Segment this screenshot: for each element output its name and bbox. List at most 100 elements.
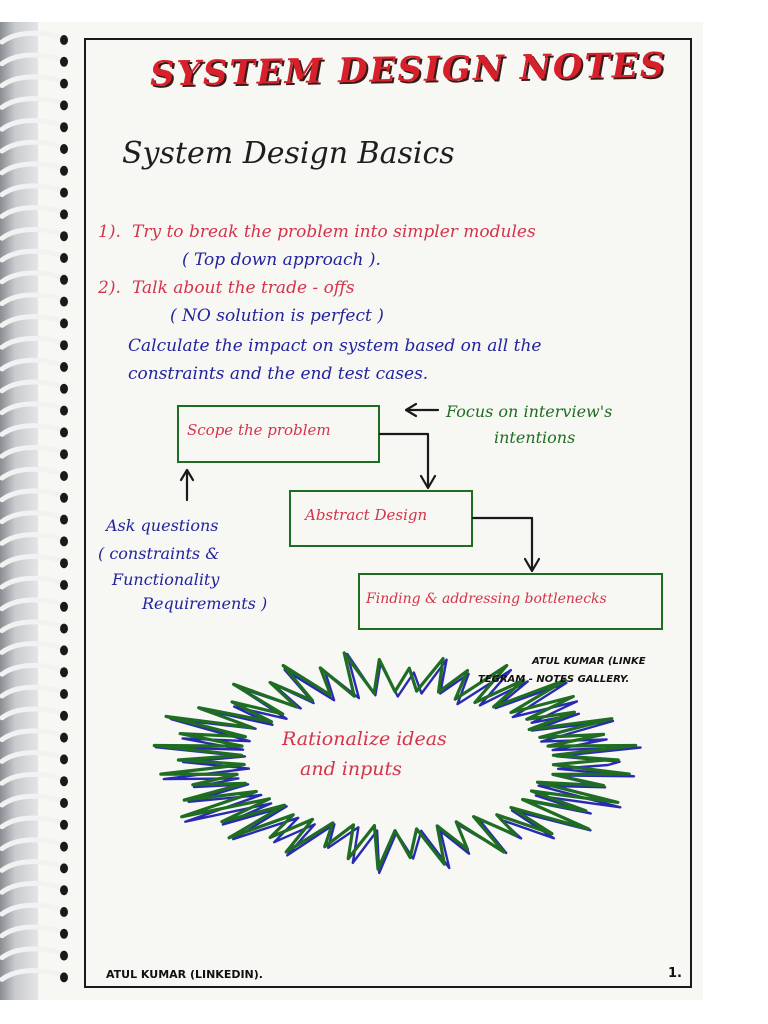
spiral-coil	[2, 229, 62, 238]
binding-hole	[60, 362, 68, 372]
spiral-coil	[2, 644, 62, 653]
ask-note-line-3: Functionality	[112, 570, 219, 589]
burst-text-line-2: and inputs	[300, 758, 402, 780]
binding-hole	[60, 449, 68, 459]
point-2-text: Talk about the trade - offs	[132, 278, 355, 298]
flow-step-scope: Scope the problem	[177, 405, 380, 463]
binding-hole	[60, 79, 68, 89]
binding-hole	[60, 689, 68, 699]
binding-hole	[60, 318, 68, 328]
binding-hole	[60, 733, 68, 743]
spiral-coil	[2, 665, 62, 674]
spiral-coil	[2, 687, 62, 696]
binding-hole	[60, 166, 68, 176]
flow-step-abstract: Abstract Design	[289, 490, 473, 547]
ask-note-line-2: ( constraints &	[98, 544, 219, 563]
spiral-coil	[2, 142, 62, 151]
spiral-coil	[2, 491, 62, 500]
point-1-text: Try to break the problem into simpler mo…	[132, 222, 536, 242]
binding-hole	[60, 711, 68, 721]
burst-text-line-1: Rationalize ideas	[282, 728, 447, 750]
spiral-coil	[2, 99, 62, 108]
spiral-coil	[2, 971, 62, 980]
flow-step-scope-label: Scope the problem	[187, 421, 331, 439]
binding-hole	[60, 188, 68, 198]
spiral-coil	[2, 55, 62, 64]
flow-step-abstract-label: Abstract Design	[305, 506, 427, 524]
binding-hole	[60, 209, 68, 219]
spiral-coil	[2, 818, 62, 827]
spiral-coil	[2, 273, 62, 282]
spiral-coil	[2, 796, 62, 805]
binding-hole	[60, 972, 68, 982]
binding-hole	[60, 558, 68, 568]
ask-note-line-1: Ask questions	[106, 516, 218, 535]
side-credit-line-1: ATUL KUMAR (LINKE	[532, 656, 646, 667]
spiral-coil	[2, 447, 62, 456]
spiral-coil	[2, 513, 62, 522]
spiral-coil	[2, 33, 62, 42]
binding-hole	[60, 667, 68, 677]
spiral-coil	[2, 120, 62, 129]
binding-hole	[60, 929, 68, 939]
spiral-coil	[2, 77, 62, 86]
binding-hole	[60, 253, 68, 263]
spiral-binding	[0, 22, 80, 1000]
flow-step-bottlenecks: Finding & addressing bottlenecks	[358, 573, 663, 630]
binding-hole	[60, 951, 68, 961]
binding-hole	[60, 427, 68, 437]
spiral-coil	[2, 709, 62, 718]
binding-hole	[60, 144, 68, 154]
binding-hole	[60, 536, 68, 546]
binding-hole	[60, 776, 68, 786]
spiral-coil	[2, 600, 62, 609]
binding-hole	[60, 863, 68, 873]
footer-credit: ATUL KUMAR (LINKEDIN).	[106, 968, 263, 981]
spiral-coil	[2, 426, 62, 435]
point-1-number: 1).	[98, 222, 121, 242]
binding-hole	[60, 624, 68, 634]
spiral-coil	[2, 295, 62, 304]
binding-hole	[60, 602, 68, 612]
binding-hole	[60, 340, 68, 350]
binding-hole	[60, 580, 68, 590]
spiral-coil	[2, 469, 62, 478]
ask-note-line-4: Requirements )	[142, 594, 267, 613]
binding-hole	[60, 515, 68, 525]
focus-note-line-1: Focus on interview's	[446, 402, 612, 421]
binding-hole	[60, 57, 68, 67]
spiral-coil	[2, 382, 62, 391]
spiral-coil	[2, 317, 62, 326]
binding-hole	[60, 384, 68, 394]
spiral-coil	[2, 927, 62, 936]
spiral-coil	[2, 360, 62, 369]
point-1-subtext: ( Top down approach ).	[182, 250, 381, 270]
flow-step-bottlenecks-label: Finding & addressing bottlenecks	[366, 591, 607, 607]
spiral-coil	[2, 949, 62, 958]
binding-hole	[60, 275, 68, 285]
binding-hole	[60, 100, 68, 110]
spiral-coil	[2, 535, 62, 544]
binding-hole	[60, 231, 68, 241]
binding-hole	[60, 297, 68, 307]
binding-hole	[60, 471, 68, 481]
binding-hole	[60, 885, 68, 895]
calculate-note-line-2: constraints and the end test cases.	[128, 364, 428, 384]
binding-hole	[60, 754, 68, 764]
page-number: 1.	[668, 966, 682, 981]
binding-hole	[60, 842, 68, 852]
spiral-coil	[2, 905, 62, 914]
binding-hole	[60, 907, 68, 917]
spiral-coil	[2, 404, 62, 413]
focus-note-line-2: intentions	[494, 428, 575, 447]
spiral-coil	[2, 774, 62, 783]
binding-hole	[60, 35, 68, 45]
spiral-coil	[2, 251, 62, 260]
side-credit-line-2: TEGRAM - NOTES GALLERY.	[478, 674, 629, 685]
binding-hole	[60, 493, 68, 503]
point-2-number: 2).	[98, 278, 121, 298]
binding-hole	[60, 798, 68, 808]
spiral-coil	[2, 186, 62, 195]
section-heading: System Design Basics	[122, 136, 455, 171]
binding-hole	[60, 122, 68, 132]
